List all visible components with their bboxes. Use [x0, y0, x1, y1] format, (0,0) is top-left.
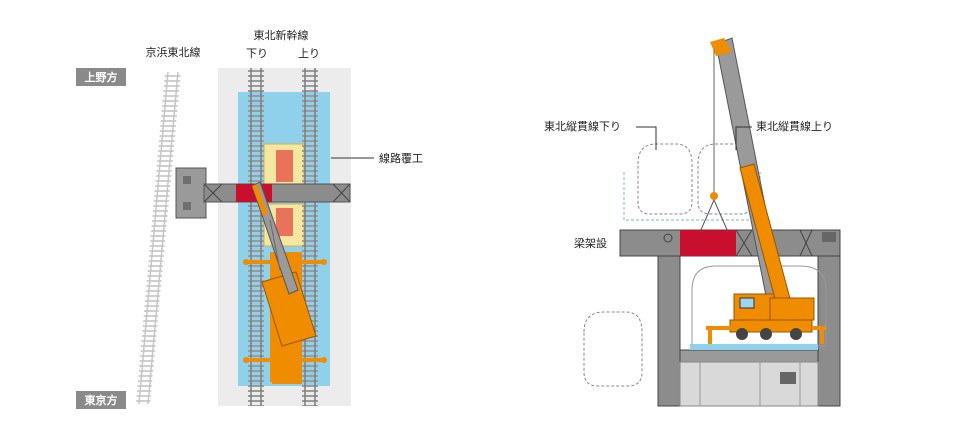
crane-plan — [251, 181, 317, 384]
train-outline-inner — [691, 265, 827, 347]
svg-text:東京方: 東京方 — [85, 393, 118, 407]
keihin-tohoku-label: 京浜東北線 — [146, 45, 201, 59]
svg-text:上野方: 上野方 — [85, 70, 118, 84]
crane-deck — [690, 344, 818, 350]
up-line-label: 東北縦貫線上り — [756, 119, 833, 133]
shinkansen-up-track — [302, 68, 318, 406]
plan-view: 上野方 東京方 京浜東北線 東北新幹線 下り 上り 線路覆工 — [76, 28, 423, 409]
crane-boom — [699, 37, 793, 317]
base-frame — [679, 349, 819, 407]
down-line-leader — [636, 126, 657, 150]
up-track-label: 上り — [298, 47, 320, 60]
crane-body — [706, 293, 826, 344]
girder-plan — [175, 167, 351, 219]
down-line-label: 東北縦貫線下り — [544, 119, 621, 133]
tokyogata-tag: 東京方 — [76, 391, 126, 409]
tohoku-shinkansen-label: 東北新幹線 — [254, 28, 309, 42]
train-outline-upper-left — [637, 143, 693, 215]
uenogata-tag: 上野方 — [76, 68, 126, 86]
section-view: 東北縦貫線下り 東北縦貫線上り 梁架設 — [544, 37, 841, 407]
up-line-leader — [735, 126, 752, 150]
track-cover-label: 線路覆工 — [379, 151, 423, 165]
keihin-tohoku-track — [136, 71, 181, 405]
right-pier — [817, 255, 841, 407]
left-pier — [657, 255, 681, 407]
shinkansen-down-track — [248, 68, 264, 406]
girder-label: 梁架設 — [574, 236, 607, 250]
train-outline-lower — [583, 311, 643, 387]
down-track-label: 下り — [246, 47, 268, 60]
girder-structure — [619, 229, 841, 257]
